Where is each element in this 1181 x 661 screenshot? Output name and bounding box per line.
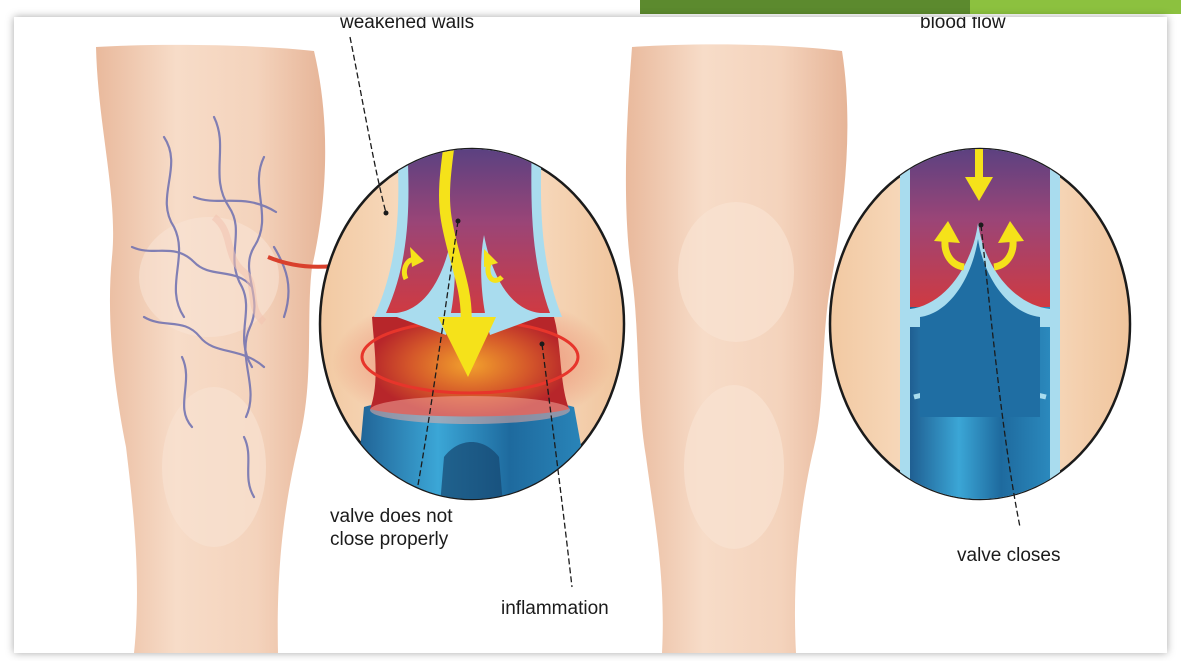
label-blood-flow: blood flow <box>920 17 1006 34</box>
theme-accent-bar-dark <box>640 0 970 14</box>
label-weakened-walls: weakened walls <box>340 17 474 34</box>
varicose-vein-illustration: weakened walls blood flow valve does not… <box>14 17 1167 653</box>
label-valve-does-not-close: valve does not close properly <box>330 505 453 551</box>
label-valve-closes: valve closes <box>957 544 1061 567</box>
theme-accent-bar-light <box>970 0 1181 14</box>
label-inflammation: inflammation <box>501 597 609 620</box>
left-leg <box>96 45 325 653</box>
right-leg <box>626 44 848 653</box>
